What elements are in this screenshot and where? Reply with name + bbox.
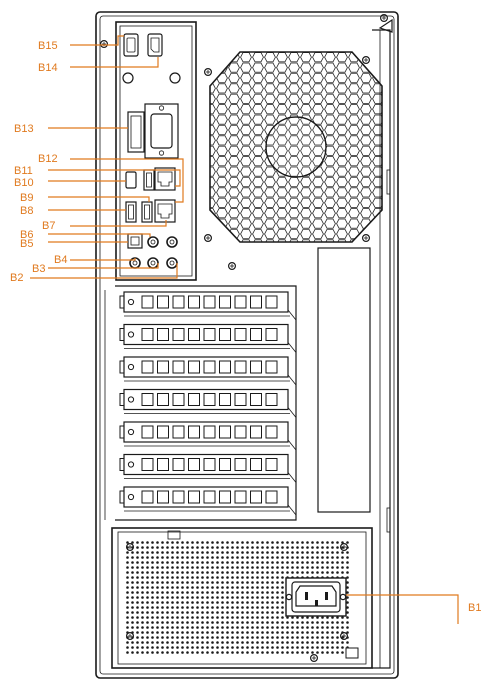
- power-supply: [111, 527, 373, 669]
- callout-leaders: [30, 35, 459, 624]
- expansion-slot: [119, 323, 297, 353]
- callout-b7: B7: [42, 220, 55, 232]
- expansion-slot-area: [115, 247, 371, 521]
- optical-port: [127, 233, 143, 249]
- callout-b12: B12: [38, 153, 58, 165]
- callout-b8: B8: [20, 205, 33, 217]
- fan-grille: [209, 51, 383, 243]
- expansion-slot: [119, 421, 297, 451]
- callout-b3: B3: [32, 263, 45, 275]
- power-inlet: [285, 577, 347, 617]
- expansion-slot: [119, 291, 297, 321]
- callout-b15: B15: [38, 40, 58, 52]
- callout-b2: B2: [10, 272, 23, 284]
- expansion-slots: [119, 291, 297, 516]
- callout-b4: B4: [54, 254, 67, 266]
- chassis: [95, 11, 399, 679]
- callout-b14: B14: [38, 62, 58, 74]
- callout-b9: B9: [20, 192, 33, 204]
- expansion-slot: [119, 486, 297, 516]
- callout-b6: B6: [20, 229, 33, 241]
- hdmi-port: [123, 33, 139, 57]
- expansion-slot: [119, 388, 297, 418]
- callout-b11: B11: [14, 165, 33, 177]
- ethernet-port: [154, 199, 176, 223]
- usb-port: [143, 169, 155, 191]
- ethernet-port: [154, 167, 176, 191]
- callout-b13: B13: [14, 123, 34, 135]
- dvi-port: [127, 103, 179, 159]
- io-shield: [115, 21, 197, 281]
- expansion-slot: [119, 356, 297, 386]
- displayport-port: [147, 33, 163, 57]
- mini-displayport: [125, 171, 137, 189]
- usb-port: [125, 201, 153, 223]
- audio-jack: [129, 236, 178, 269]
- callout-labels: B15 B14 B13 B12 B11 B10 B9 B8 B7 B6 B5 B…: [10, 40, 481, 614]
- callout-b1: B1: [468, 602, 481, 614]
- callout-b5: B5: [20, 238, 33, 250]
- callout-b10: B10: [14, 177, 34, 189]
- expansion-slot: [119, 453, 297, 483]
